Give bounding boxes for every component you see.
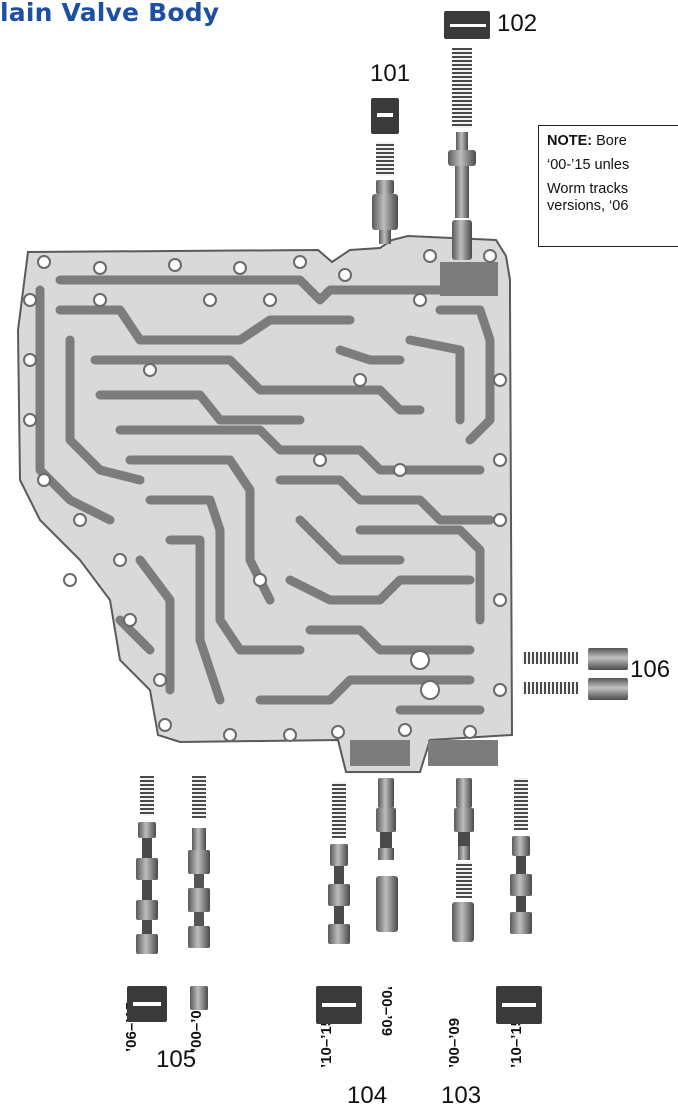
part-102-parts	[444, 11, 490, 260]
callout-102: 102	[497, 10, 538, 37]
part-101-parts	[371, 98, 399, 244]
callout-104: 104	[347, 1082, 388, 1109]
note-line-4: versions, ‘06	[547, 198, 629, 214]
part-106-parts	[522, 648, 628, 700]
part-105-parts	[127, 776, 210, 1022]
valve-body-plate	[16, 234, 514, 773]
callout-101: 101	[370, 60, 411, 87]
note-line-3: Worm tracks	[547, 181, 629, 197]
note-label: NOTE:	[547, 133, 593, 149]
callout-103: 103	[441, 1082, 482, 1109]
note-line-1: Bore	[592, 133, 627, 149]
part-103-parts	[452, 778, 542, 1024]
callout-106: 106	[630, 656, 671, 683]
callout-105: 105	[156, 1046, 197, 1073]
note-line-2: ‘00-’15 unles	[547, 157, 630, 173]
page-title: lain Valve Body	[0, 0, 220, 27]
part-104-parts	[316, 778, 398, 1024]
note-box: NOTE: Bore ‘00-’15 unles Worm tracks ver…	[538, 125, 678, 247]
